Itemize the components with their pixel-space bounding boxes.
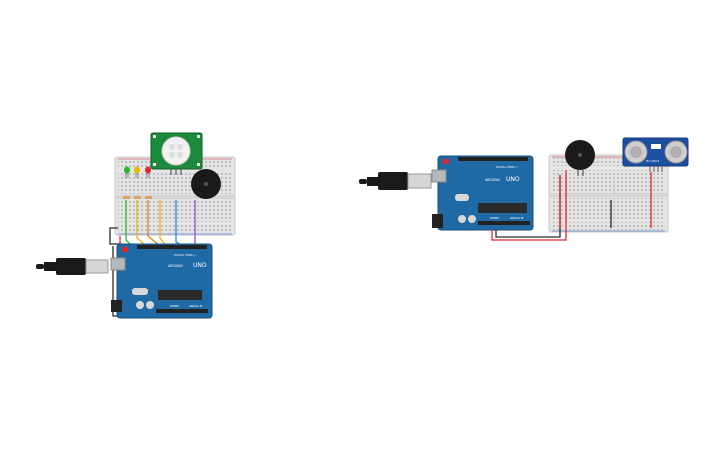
led-red[interactable]: [145, 166, 151, 179]
led-yellow[interactable]: [134, 166, 140, 179]
jumper-wires-right[interactable]: [491, 170, 652, 241]
arduino-uno-right[interactable]: ARDUINO UNO DIGITAL (PWM~) POWER ANALOG …: [431, 155, 534, 231]
breadboard-right[interactable]: [548, 154, 669, 233]
usb-cable-left[interactable]: [36, 258, 109, 275]
ultrasonic-label: HC-SR04: [646, 159, 659, 163]
led-green[interactable]: [124, 166, 130, 179]
arduino-power-label: POWER: [490, 217, 499, 220]
arduino-uno-left[interactable]: ARDUINO UNO DIGITAL (PWM~) POWER ANALOG …: [110, 243, 213, 319]
arduino-analog-label: ANALOG IN: [510, 217, 524, 220]
arduino-brand-label: ARDUINO: [485, 178, 501, 182]
arduino-model-label: UNO: [193, 262, 207, 269]
usb-cable-right[interactable]: [359, 172, 432, 190]
left-circuit: ARDUINO UNO DIGITAL (PWM~) POWER ANALOG …: [36, 132, 236, 319]
arduino-brand-label: ARDUINO: [168, 264, 184, 268]
piezo-buzzer-right[interactable]: [565, 140, 595, 176]
arduino-digital-label: DIGITAL (PWM~): [496, 165, 518, 169]
right-circuit: ARDUINO UNO DIGITAL (PWM~) POWER ANALOG …: [359, 137, 689, 241]
pir-sensor[interactable]: [150, 132, 203, 175]
arduino-model-label: UNO: [506, 176, 520, 183]
piezo-buzzer-left[interactable]: [191, 169, 221, 199]
arduino-power-label: POWER: [170, 305, 179, 308]
arduino-analog-label: ANALOG IN: [189, 305, 203, 308]
ultrasonic-sensor[interactable]: HC-SR04: [622, 137, 689, 172]
resistor[interactable]: [123, 196, 152, 199]
arduino-digital-label: DIGITAL (PWM~): [174, 253, 196, 257]
